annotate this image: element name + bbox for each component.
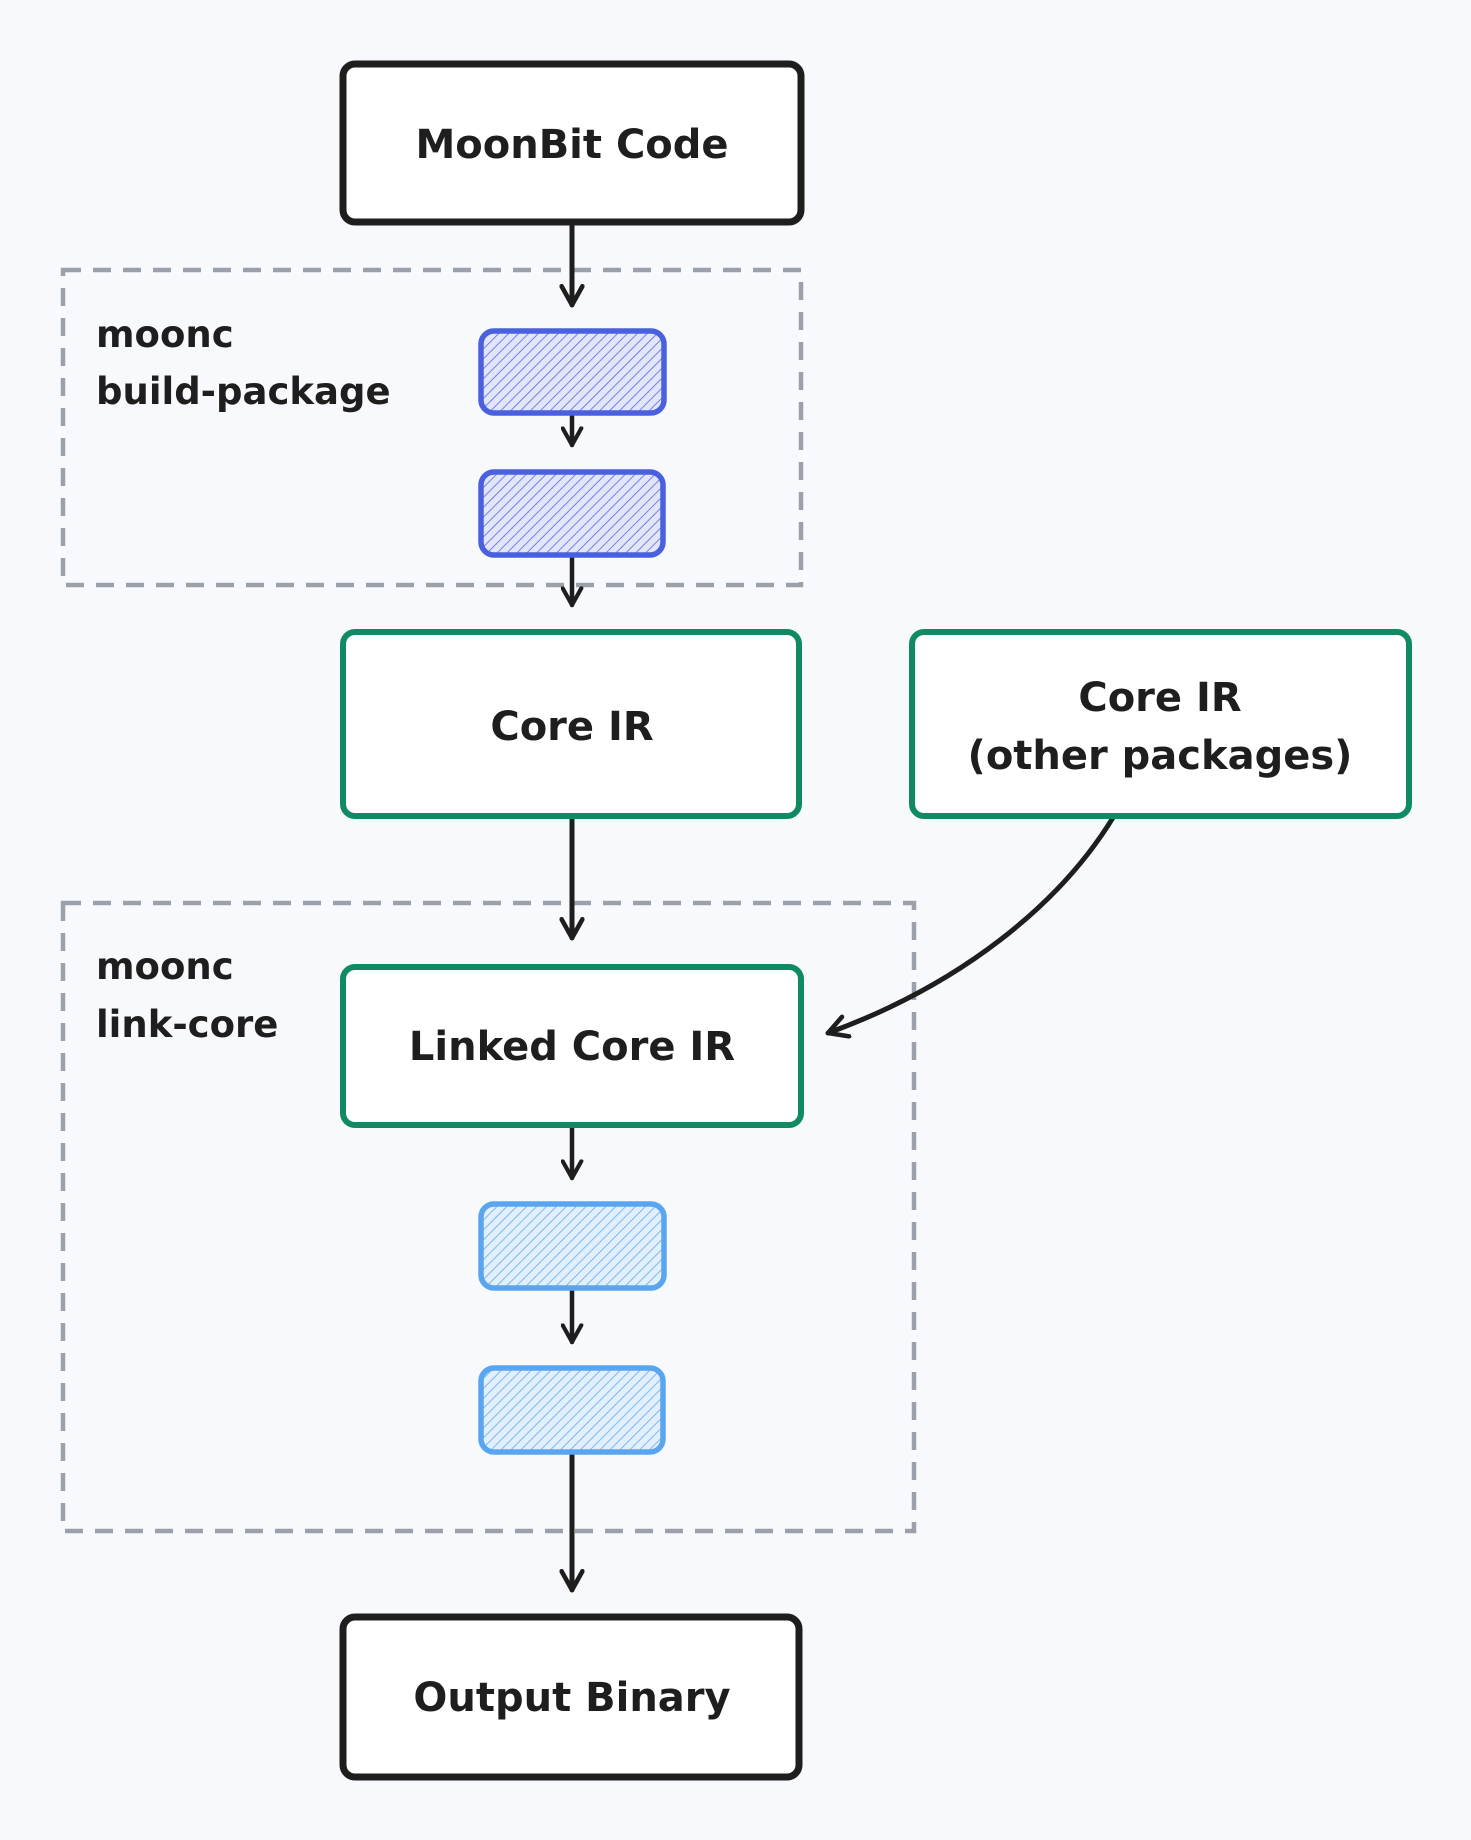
node-core-ir-other-packages-box: [909, 629, 1412, 819]
node-moonbit-code-label: MoonBit Code: [415, 122, 728, 168]
node-core-ir-box: [340, 629, 802, 819]
node-linked-core-ir: Linked Core IR: [340, 964, 804, 1128]
build-stage-block-2: [478, 469, 666, 558]
node-linked-core-ir-box: [340, 964, 804, 1128]
link-core-group-label-line1: moonc: [96, 945, 234, 988]
build-package-group-frame: [60, 267, 804, 588]
edge-other-packages-to-linked: [825, 813, 1117, 1033]
link-core-group-label-line2: link-core: [96, 1003, 278, 1046]
node-moonbit-code: MoonBit Code: [339, 60, 805, 226]
node-core-ir-label: Core IR: [490, 704, 653, 750]
build-stage-block-1: [478, 328, 667, 416]
edges: [572, 222, 1117, 1593]
node-linked-core-ir-label: Linked Core IR: [409, 1024, 735, 1070]
build-package-group-label-line1: moonc: [96, 313, 234, 356]
node-output-binary: Output Binary: [339, 1613, 803, 1781]
node-core-ir: Core IR: [340, 629, 802, 819]
link-core-group-frame: [60, 900, 917, 1534]
node-core-ir-other-packages-label-line2: (other packages): [968, 733, 1353, 779]
link-stage-block-1: [478, 1201, 667, 1291]
link-core-group: moonc link-core: [60, 900, 917, 1534]
node-moonbit-code-box: [339, 60, 805, 226]
node-output-binary-box: [339, 1613, 803, 1781]
node-output-binary-label: Output Binary: [413, 1675, 730, 1721]
link-stage-block-2: [478, 1365, 666, 1455]
node-core-ir-other-packages-label-line1: Core IR: [1078, 675, 1241, 721]
node-core-ir-other-packages: Core IR (other packages): [909, 629, 1412, 819]
build-package-group-label-line2: build-package: [96, 370, 391, 413]
build-package-group: moonc build-package: [60, 267, 804, 588]
